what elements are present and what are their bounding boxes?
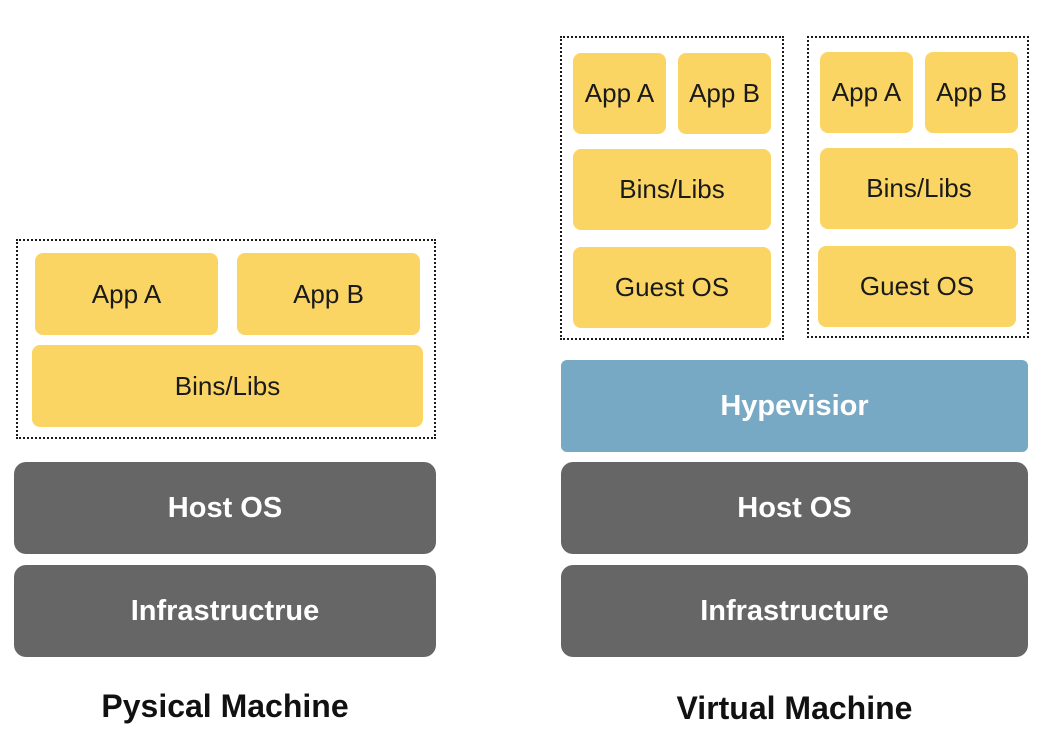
hypervisor-layer: Hypevisior <box>561 360 1028 452</box>
vm1-guest-os: Guest OS <box>573 247 771 328</box>
physical-container-boundary <box>16 239 436 439</box>
physical-infrastructure: Infrastructrue <box>14 565 436 657</box>
physical-app-a: App A <box>35 253 218 335</box>
virtual-infrastructure: Infrastructure <box>561 565 1028 657</box>
virtual-machine-caption: Virtual Machine <box>676 690 913 726</box>
physical-app-b: App B <box>237 253 420 335</box>
vm2-boundary <box>807 36 1029 338</box>
vm2-app-b: App B <box>925 52 1018 133</box>
vm2-bins-libs: Bins/Libs <box>820 148 1018 229</box>
physical-host-os: Host OS <box>14 462 436 554</box>
vm2-app-a: App A <box>820 52 913 133</box>
vm1-bins-libs: Bins/Libs <box>573 149 771 230</box>
vm1-app-a: App A <box>573 53 666 134</box>
physical-bins-libs: Bins/Libs <box>32 345 423 427</box>
vm1-app-b: App B <box>678 53 771 134</box>
physical-machine-caption: Pysical Machine <box>101 688 349 724</box>
vm2-guest-os: Guest OS <box>818 246 1016 327</box>
virtual-host-os: Host OS <box>561 462 1028 554</box>
vm1-boundary <box>560 36 784 340</box>
